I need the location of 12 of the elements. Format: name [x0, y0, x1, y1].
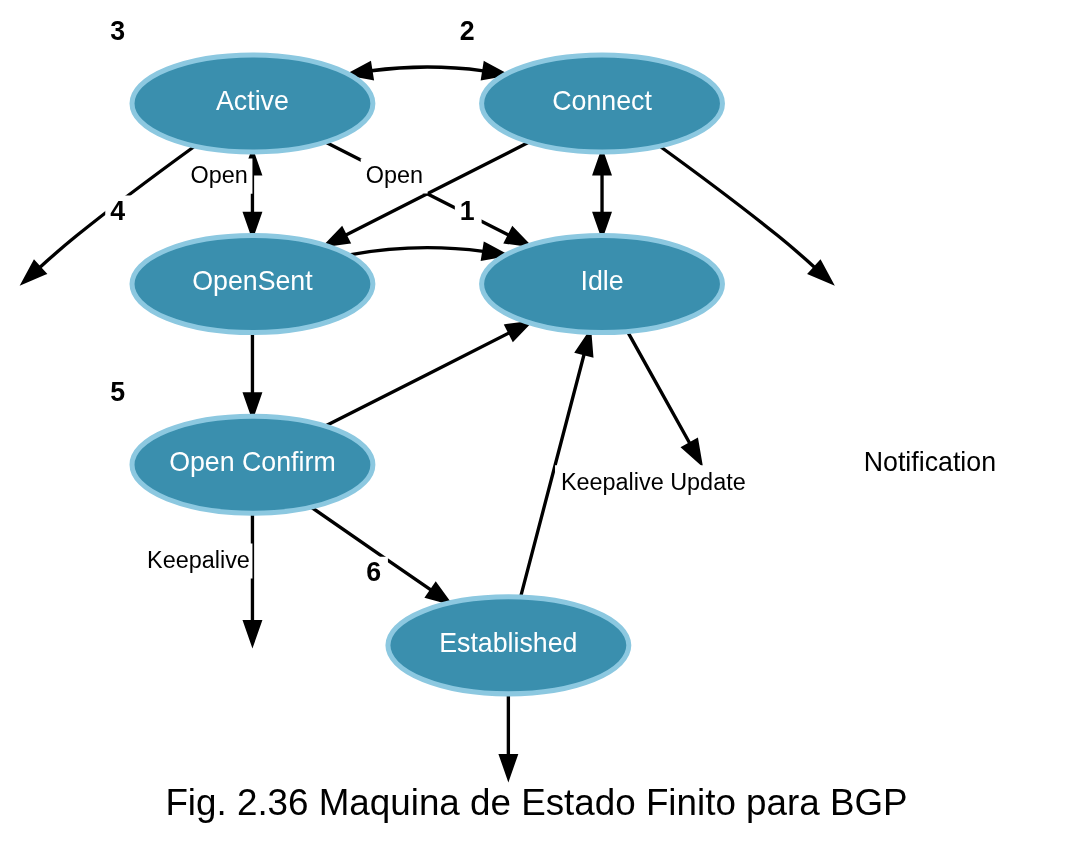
node-label: 5	[110, 376, 126, 407]
node-label: 4	[110, 196, 126, 227]
caption: Fig. 2.36 Maquina de Estado Finito para BGP	[165, 781, 908, 823]
edge-label: Keepalive Update	[560, 468, 746, 495]
node-label: 1	[459, 196, 475, 227]
edge-label: Keepalive	[147, 547, 250, 574]
node-label: 2	[459, 15, 475, 46]
node-label: 6	[366, 557, 382, 588]
edge-label: Open	[365, 162, 423, 189]
edge-label: Open	[190, 162, 248, 189]
label: Notification	[863, 447, 997, 478]
node-label: 3	[110, 15, 126, 46]
